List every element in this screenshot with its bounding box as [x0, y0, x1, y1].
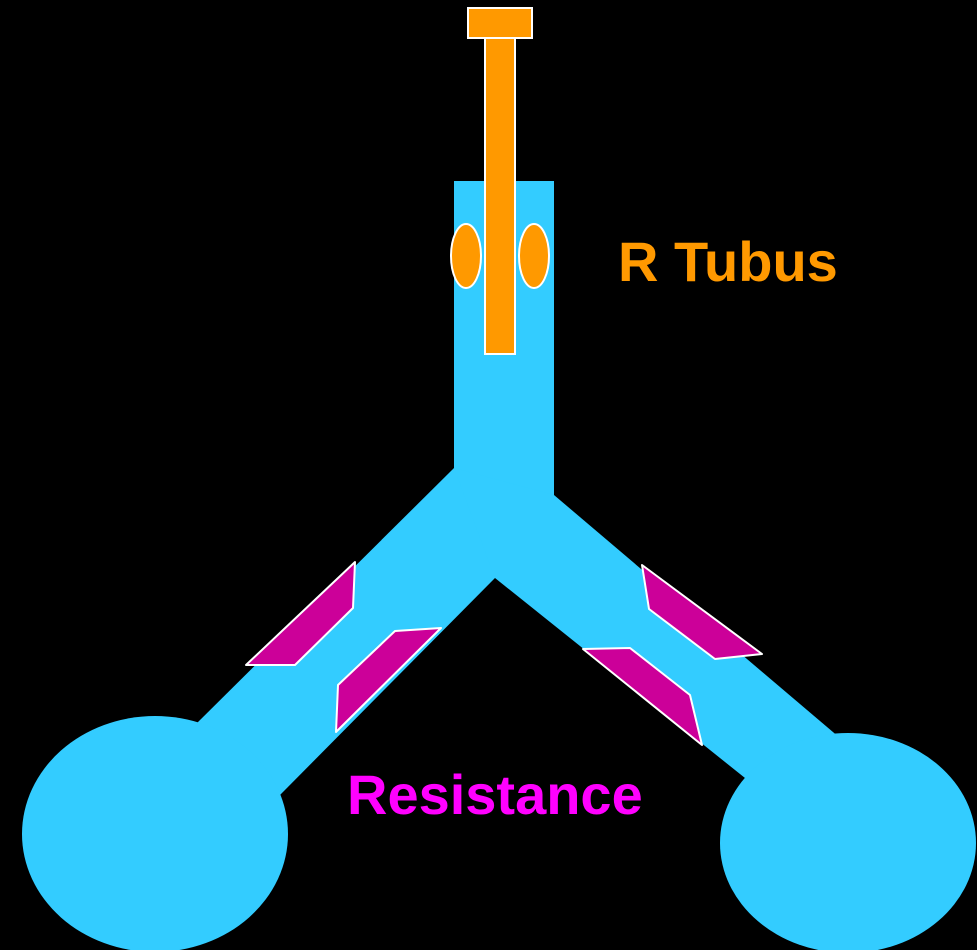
right-bronchus — [454, 468, 840, 778]
airway-resistance-label: Resistance — [347, 767, 643, 823]
tube-resistance-label: R Tubus — [618, 234, 838, 290]
tube-cuff-left — [451, 224, 481, 288]
tube-cuff-right — [519, 224, 549, 288]
left-alveolus — [22, 716, 288, 950]
tube-cap — [468, 8, 532, 38]
tube-shaft — [485, 38, 515, 354]
right-alveolus — [720, 733, 976, 950]
